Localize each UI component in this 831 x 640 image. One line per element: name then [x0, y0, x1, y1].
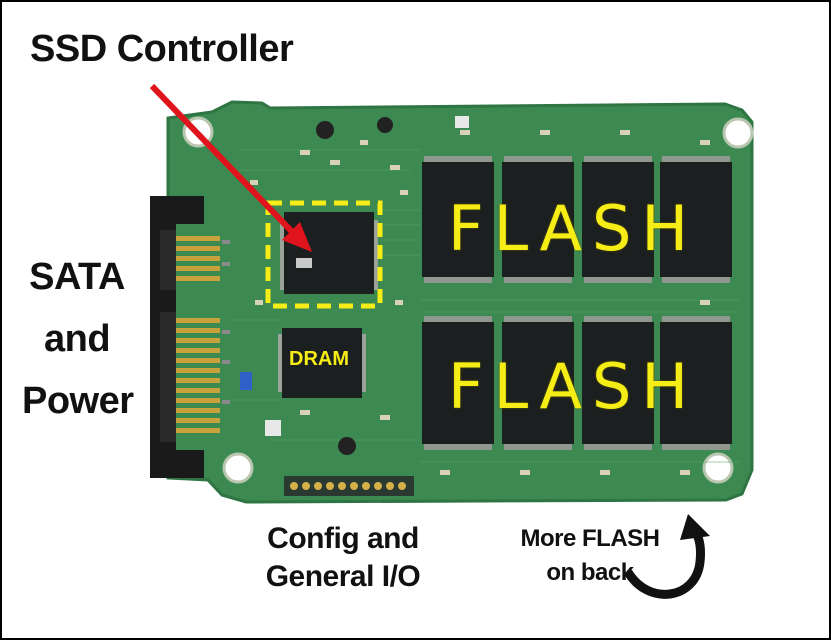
mount-hole: [702, 452, 734, 484]
flash-chip-pins: [424, 156, 730, 450]
red-arrow-icon: [149, 83, 312, 252]
config-header: [284, 476, 414, 496]
more-flash-line: More FLASH: [520, 525, 661, 552]
controller-logo: [296, 258, 312, 268]
more-flash-label: More FLASH on back: [500, 522, 680, 590]
config-label-line: Config and: [267, 522, 419, 555]
blue-component: [240, 372, 252, 390]
sata-pins: [176, 236, 220, 433]
flash-chips-top: [422, 162, 732, 277]
config-io-label: Config and General I/O: [258, 520, 428, 596]
pcb-traces: [230, 149, 740, 463]
inductors: [316, 117, 393, 455]
sata-resistors: [222, 240, 230, 404]
smd-components: [250, 130, 725, 475]
controller-pins: [280, 220, 378, 290]
dram-pins: [278, 334, 366, 392]
white-pad: [265, 420, 281, 436]
more-flash-line: on back: [546, 559, 634, 586]
config-header-pins: [290, 482, 406, 490]
flash-chips-bottom: [422, 322, 732, 444]
ssd-controller-label: SSD Controller: [30, 28, 294, 70]
flash-bottom-label: FLASH: [448, 350, 699, 423]
controller-chip: [284, 212, 374, 294]
mount-hole: [222, 452, 254, 484]
controller-highlight-box: [265, 200, 383, 309]
dram-chip: [282, 328, 362, 398]
sata-label-line: SATA: [29, 256, 125, 298]
sata-connector: [150, 196, 204, 478]
sata-label-line: and: [43, 318, 111, 360]
curved-arrow-icon: [624, 514, 710, 599]
white-pad: [455, 116, 469, 128]
config-label-line: General I/O: [265, 560, 421, 593]
sata-label-line: Power: [22, 380, 134, 422]
sata-power-label: SATA and Power: [22, 246, 134, 432]
flash-top-label: FLASH: [448, 192, 699, 265]
mount-hole: [722, 117, 754, 149]
dram-label: DRAM: [289, 348, 349, 370]
